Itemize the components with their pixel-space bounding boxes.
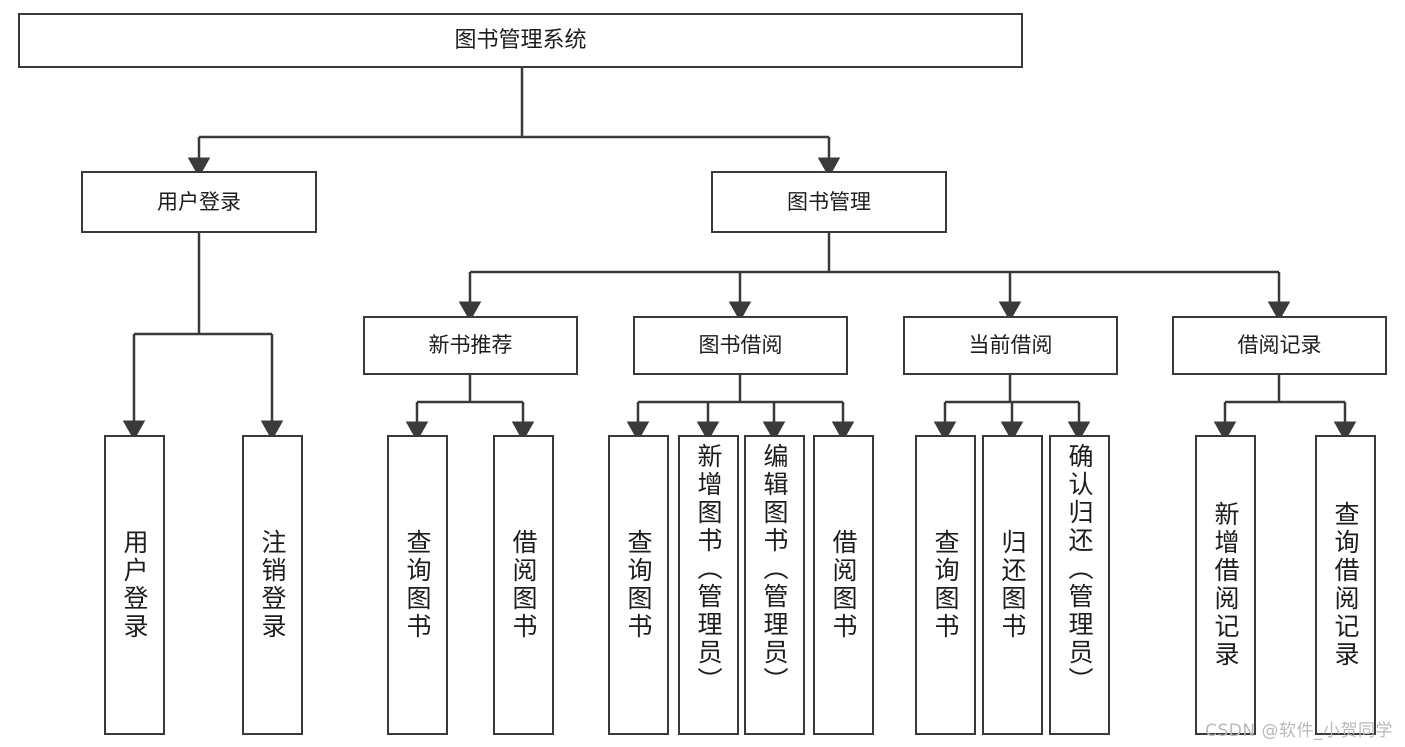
- node-label: 查询借阅记录: [1331, 501, 1360, 669]
- node-label: 图书管理系统: [454, 27, 587, 53]
- leaf-query-book-current[interactable]: 查询图书: [915, 435, 976, 735]
- node-new-book-recommend[interactable]: 新书推荐: [363, 316, 578, 375]
- leaf-query-book-new[interactable]: 查询图书: [387, 435, 448, 735]
- node-current-borrow[interactable]: 当前借阅: [903, 316, 1118, 375]
- node-label: 查询图书: [403, 529, 432, 641]
- node-label: 注销登录: [258, 529, 287, 641]
- leaf-add-borrow-record[interactable]: 新增借阅记录: [1195, 435, 1256, 735]
- leaf-edit-book-admin[interactable]: 编辑图书（管理员）: [744, 435, 805, 735]
- watermark: CSDN @软件_小贺同学: [1205, 721, 1393, 741]
- node-label: 借阅记录: [1237, 333, 1322, 358]
- node-user-login[interactable]: 用户登录: [81, 171, 317, 233]
- node-label: 用户登录: [157, 189, 241, 214]
- leaf-borrow-book[interactable]: 借阅图书: [813, 435, 874, 735]
- node-label: 确认归还（管理员）: [1065, 443, 1094, 695]
- leaf-logout[interactable]: 注销登录: [242, 435, 303, 735]
- leaf-borrow-book-new[interactable]: 借阅图书: [493, 435, 554, 735]
- leaf-query-book-borrow[interactable]: 查询图书: [608, 435, 669, 735]
- node-label: 新增借阅记录: [1211, 501, 1240, 669]
- node-book-borrow[interactable]: 图书借阅: [633, 316, 848, 375]
- leaf-user-login[interactable]: 用户登录: [104, 435, 165, 735]
- leaf-return-book[interactable]: 归还图书: [982, 435, 1043, 735]
- node-root-system[interactable]: 图书管理系统: [18, 13, 1023, 68]
- node-label: 编辑图书（管理员）: [760, 443, 789, 695]
- node-label: 当前借阅: [968, 333, 1053, 358]
- node-label: 查询图书: [624, 529, 653, 641]
- node-label: 图书管理: [787, 189, 871, 214]
- node-label: 借阅图书: [829, 529, 858, 641]
- node-label: 图书借阅: [698, 333, 783, 358]
- node-label: 用户登录: [120, 529, 149, 641]
- node-label: 查询图书: [931, 529, 960, 641]
- leaf-query-borrow-record[interactable]: 查询借阅记录: [1315, 435, 1376, 735]
- node-label: 借阅图书: [509, 529, 538, 641]
- node-label: 新增图书（管理员）: [694, 443, 723, 695]
- node-borrow-record[interactable]: 借阅记录: [1172, 316, 1387, 375]
- leaf-confirm-return-admin[interactable]: 确认归还（管理员）: [1049, 435, 1110, 735]
- node-label: 归还图书: [998, 529, 1027, 641]
- node-label: 新书推荐: [428, 333, 513, 358]
- node-book-management[interactable]: 图书管理: [711, 171, 947, 233]
- leaf-add-book-admin[interactable]: 新增图书（管理员）: [678, 435, 739, 735]
